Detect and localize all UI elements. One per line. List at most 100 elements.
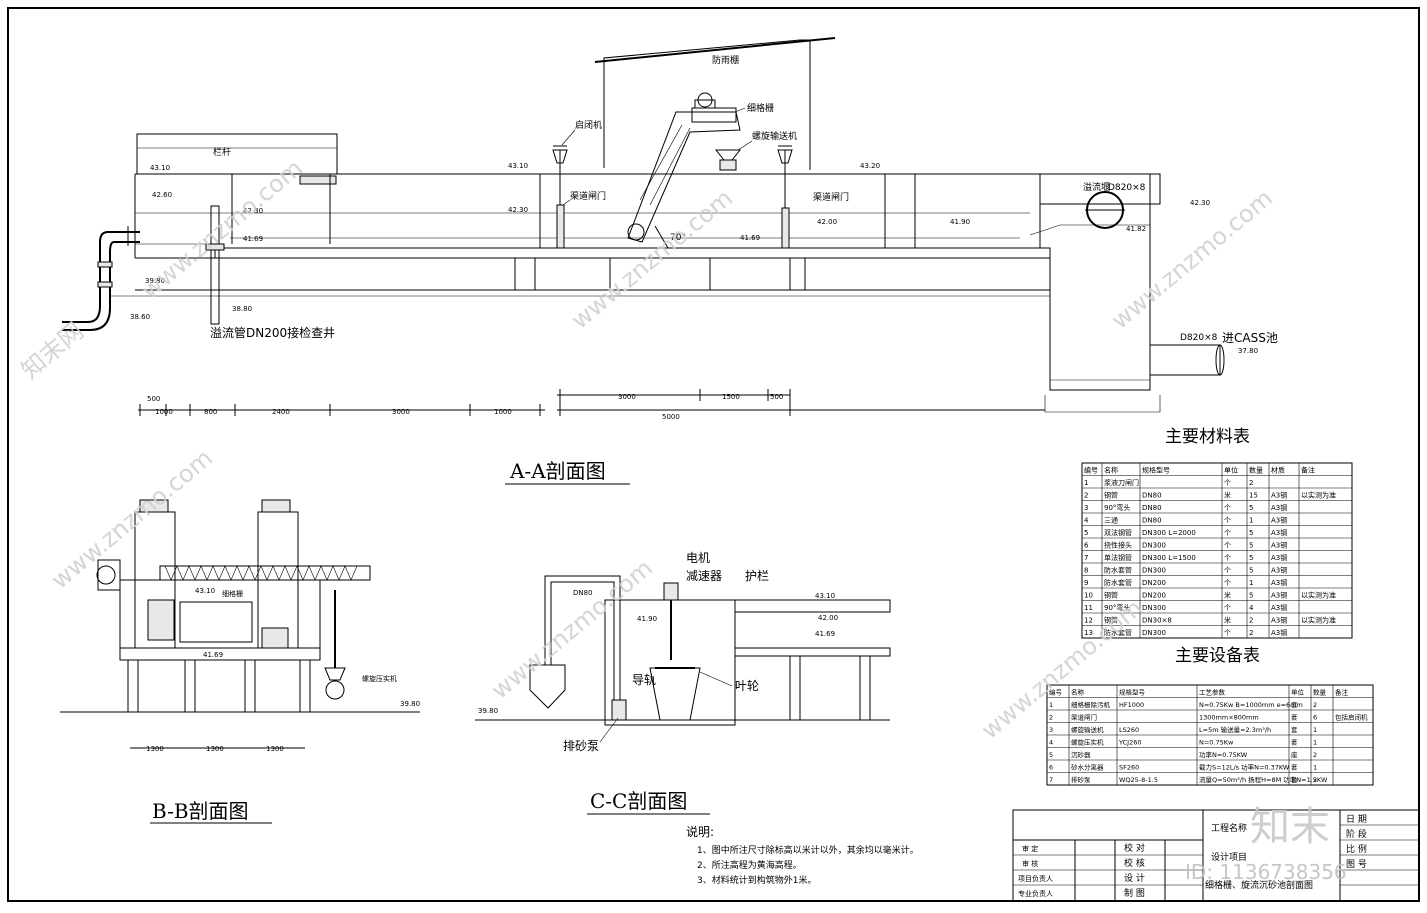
table-header-cell: 编号 bbox=[1049, 688, 1063, 697]
aa-elevations: 43.10 42.60 42.30 41.69 39.80 38.80 38.6… bbox=[130, 162, 1258, 355]
table-cell: 2 bbox=[1313, 751, 1317, 759]
tb-right: 日 期 bbox=[1346, 814, 1367, 825]
table-cell: DN80 bbox=[1142, 504, 1162, 512]
cc-motor-label: 电机 bbox=[686, 551, 710, 565]
bb-press bbox=[325, 680, 345, 700]
elev: 41.90 bbox=[637, 615, 657, 623]
wm-site: www.znzmo.com bbox=[136, 154, 308, 305]
dim: 1000 bbox=[494, 408, 512, 416]
title-block: 审 定 审 核 项目负责人 专业负责人 校 对 校 核 设 计 制 图 工程名称… bbox=[1012, 809, 1420, 902]
table-cell: 1 bbox=[1313, 739, 1317, 747]
table-cell: DN300 L=2000 bbox=[1142, 529, 1196, 537]
tb-design-item: 设计项目 bbox=[1211, 851, 1247, 863]
bb-press-label: 螺旋压实机 bbox=[362, 674, 397, 683]
tb-mid: 制 图 bbox=[1124, 887, 1145, 899]
rain-shed-label: 防雨棚 bbox=[712, 54, 739, 66]
table-cell: 包括启闭机 bbox=[1335, 713, 1368, 722]
elev: 38.60 bbox=[130, 313, 150, 321]
table-cell: 以实测为准 bbox=[1301, 491, 1336, 500]
table-cell: 1 bbox=[1313, 726, 1317, 734]
table-cell: 台 bbox=[1291, 775, 1298, 784]
notes-heading: 说明: bbox=[686, 824, 714, 839]
elev: 43.10 bbox=[150, 164, 170, 172]
table-cell: HF1000 bbox=[1119, 701, 1144, 709]
dim: 1000 bbox=[155, 408, 173, 416]
table-cell: 排砂泵 bbox=[1071, 775, 1091, 784]
table-header-cell: 单位 bbox=[1224, 466, 1238, 475]
outlet-pipe bbox=[1149, 344, 1221, 376]
screw-conveyor-label: 螺旋输送机 bbox=[752, 130, 797, 142]
table-cell: DN80 bbox=[1142, 492, 1162, 500]
cc-impeller-label: 叶轮 bbox=[735, 679, 759, 693]
dim: 3000 bbox=[392, 408, 410, 416]
table-cell: 套 bbox=[1291, 725, 1298, 734]
table-cell: 2 bbox=[1049, 714, 1053, 722]
table-cell: 截力S=12L/s 功率N=0.37KW bbox=[1199, 763, 1290, 772]
table-cell: 浆液刀闸门 bbox=[1104, 478, 1139, 487]
tb-mid: 校 对 bbox=[1124, 842, 1145, 854]
elev: 41.90 bbox=[950, 218, 970, 226]
table-cell: YCJ260 bbox=[1118, 739, 1141, 747]
table-header-cell: 数量 bbox=[1313, 688, 1327, 697]
table-cell: 三通 bbox=[1104, 516, 1118, 525]
cc-railing-label: 护栏 bbox=[745, 568, 769, 583]
cc-motor bbox=[663, 582, 679, 601]
table-header-cell: 工艺参数 bbox=[1199, 688, 1226, 697]
table-cell: DN300 bbox=[1142, 567, 1166, 575]
table-cell: 个 bbox=[1224, 579, 1231, 587]
section-aa: 防雨棚 栏杆 bbox=[62, 37, 1278, 485]
table-cell: A3钢 bbox=[1271, 628, 1287, 637]
table-cell: 5 bbox=[1249, 504, 1253, 512]
tb-left: 专业负责人 bbox=[1018, 889, 1053, 898]
tb-right: 阶 段 bbox=[1346, 828, 1367, 840]
fine-screen-label: 细格栅 bbox=[747, 102, 774, 114]
table-header-cell: 编号 bbox=[1084, 466, 1098, 475]
dim: 2400 bbox=[272, 408, 290, 416]
table-cell: 螺旋压实机 bbox=[1071, 738, 1104, 747]
table-cell: 12 bbox=[1084, 617, 1093, 625]
table-cell: A3钢 bbox=[1271, 503, 1287, 512]
cc-pump-label: 排砂泵 bbox=[563, 739, 599, 753]
table-cell: A3钢 bbox=[1271, 528, 1287, 537]
dim: 1300 bbox=[206, 745, 224, 753]
table-cell: A3钢 bbox=[1271, 578, 1287, 587]
tb-right: 比 例 bbox=[1346, 843, 1367, 855]
note-1: 1、图中所注尺寸除标高以米计以外，其余均以毫米计。 bbox=[697, 844, 919, 856]
note-2: 2、所注高程为黄海高程。 bbox=[697, 859, 802, 871]
table-cell: A3钢 bbox=[1271, 616, 1287, 625]
elev: 41.69 bbox=[203, 651, 223, 659]
elev: 43.20 bbox=[860, 162, 880, 170]
table-cell: 渠道闸门 bbox=[1071, 713, 1097, 722]
wm-cn: 知末网 bbox=[16, 317, 89, 385]
wm-logo: 知末 bbox=[1250, 804, 1330, 850]
materials-title: 主要材料表 bbox=[1165, 427, 1250, 447]
to-cass-label: 进CASS池 bbox=[1222, 331, 1278, 345]
table-cell: 单法钢管 bbox=[1104, 553, 1132, 562]
table-cell: 个 bbox=[1224, 554, 1231, 562]
table-cell: 5 bbox=[1249, 567, 1253, 575]
table-cell: 防水套管 bbox=[1104, 566, 1132, 575]
table-cell: 套 bbox=[1291, 700, 1298, 709]
table-cell: 沉砂器 bbox=[1071, 750, 1091, 759]
table-cell: 4 bbox=[1249, 604, 1254, 612]
table-cell: 7 bbox=[1084, 554, 1088, 562]
table-cell: 座 bbox=[1291, 750, 1298, 759]
table-cell: 钢管 bbox=[1104, 616, 1118, 625]
elev: 41.82 bbox=[1126, 225, 1146, 233]
elev: 43.10 bbox=[195, 587, 215, 595]
table-header-cell: 名称 bbox=[1071, 688, 1085, 697]
elev: 42.30 bbox=[243, 207, 263, 215]
table-cell: 2 bbox=[1249, 617, 1253, 625]
screw-conveyor bbox=[714, 149, 742, 161]
table-header-cell: 数量 bbox=[1249, 466, 1263, 475]
table-cell: 双法钢管 bbox=[1104, 528, 1132, 537]
table-cell: DN300 bbox=[1142, 629, 1166, 637]
table-cell: 套 bbox=[1291, 763, 1298, 772]
table-cell: 6 bbox=[1049, 764, 1053, 772]
equipment-title: 主要设备表 bbox=[1175, 646, 1260, 666]
table-cell: 3 bbox=[1049, 726, 1053, 734]
